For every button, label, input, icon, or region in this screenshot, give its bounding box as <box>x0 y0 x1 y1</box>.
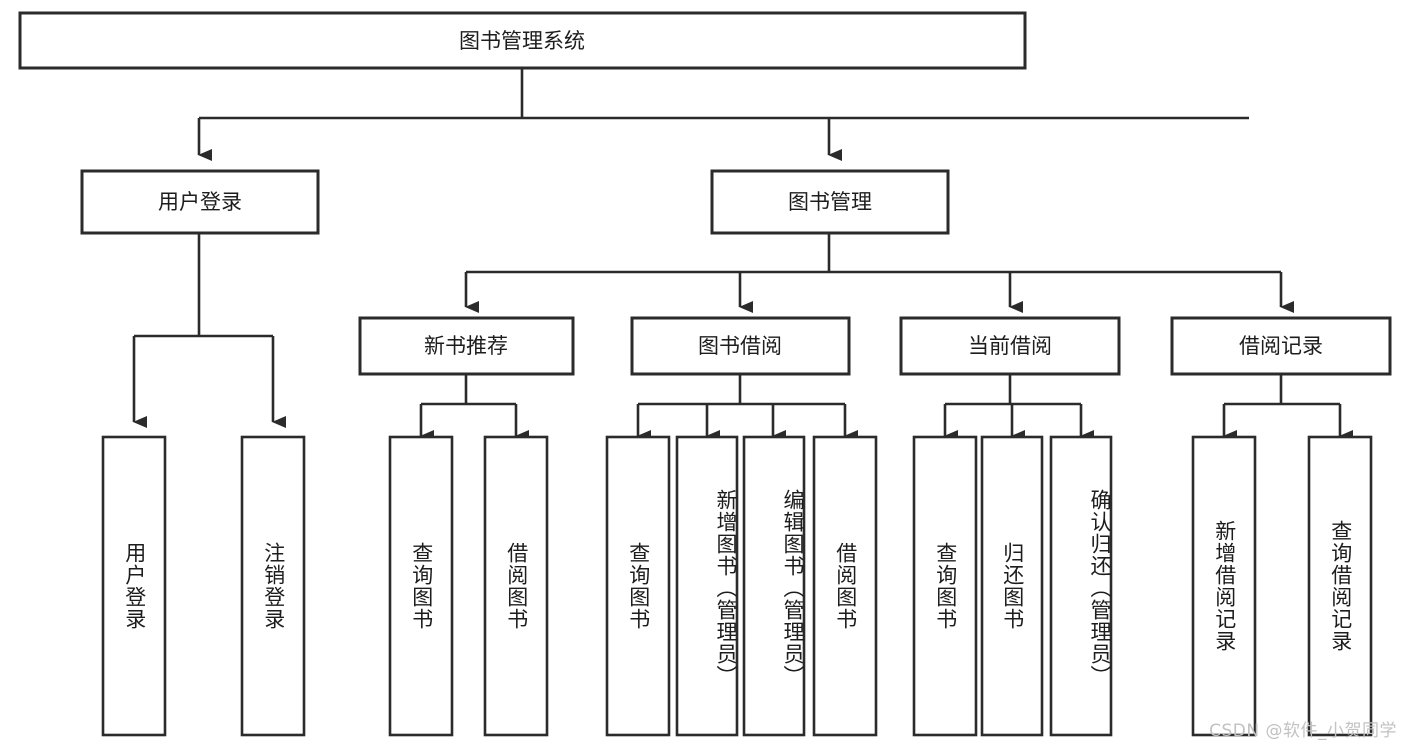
leaf-box-group-user-login <box>101 435 306 737</box>
node-new-book-recommend[interactable]: 新书推荐 <box>358 316 575 376</box>
leaf-label-add-borrow-record: 新增借阅记录 <box>1193 437 1255 735</box>
connector-group-root-to-level2 <box>197 68 1249 161</box>
leaf-label-borrow-book-2: 借阅图书 <box>814 437 876 735</box>
leaf-box-query-book-3[interactable] <box>912 435 978 737</box>
leaf-label-return-book-text: 归还图书 <box>1000 542 1025 630</box>
leaf-box-confirm-return-admin[interactable] <box>1049 435 1113 737</box>
connector-group-borrowrecord-to-leaves <box>1222 374 1353 442</box>
node-book-borrow-label: 图书借阅 <box>698 334 782 358</box>
leaf-label-query-borrow-record: 查询借阅记录 <box>1309 437 1371 735</box>
leaf-label-add-book-admin-text: 新增图书（管理员） <box>714 489 738 687</box>
leaf-box-logout[interactable] <box>240 435 306 737</box>
leaf-box-query-book-1[interactable] <box>388 435 454 737</box>
node-current-borrow-label: 当前借阅 <box>968 334 1052 358</box>
leaf-label-add-borrow-record-text: 新增借阅记录 <box>1212 520 1237 652</box>
node-user-login-label: 用户登录 <box>158 190 242 214</box>
leaf-label-logout: 注销登录 <box>242 437 304 735</box>
leaf-box-borrow-book-1[interactable] <box>483 435 549 737</box>
leaf-label-query-book-1: 查询图书 <box>390 437 452 735</box>
leaf-label-confirm-return-admin-text: 确认归还（管理员） <box>1088 489 1112 687</box>
leaf-label-logout-text: 注销登录 <box>261 542 286 630</box>
connector-group-bookmgmt-to-level3 <box>464 233 1294 313</box>
leaf-box-query-book-2[interactable] <box>605 435 671 737</box>
node-borrow-record[interactable]: 借阅记录 <box>1170 316 1392 376</box>
leaf-label-confirm-return-admin: 确认归还（管理员） <box>1051 441 1112 735</box>
leaf-box-query-borrow-record[interactable] <box>1307 435 1373 737</box>
node-borrow-record-label: 借阅记录 <box>1239 334 1323 358</box>
leaf-label-return-book: 归还图书 <box>982 437 1042 735</box>
csdn-watermark: CSDN @软件_小贺同学 <box>1209 721 1397 741</box>
leaf-label-borrow-book-2-text: 借阅图书 <box>833 542 858 630</box>
node-root-system[interactable]: 图书管理系统 <box>18 11 1027 70</box>
node-new-book-recommend-label: 新书推荐 <box>424 334 508 358</box>
leaf-box-user-login[interactable] <box>101 435 167 737</box>
leaf-box-borrow-book-2[interactable] <box>812 435 878 737</box>
leaf-label-user-login: 用户登录 <box>103 437 165 735</box>
connector-group-currentborrow-to-leaves <box>943 374 1094 442</box>
leaf-label-borrow-book-1-text: 借阅图书 <box>504 542 529 630</box>
leaf-box-return-book[interactable] <box>980 435 1044 737</box>
leaf-label-query-book-2: 查询图书 <box>607 437 669 735</box>
leaf-box-add-borrow-record[interactable] <box>1191 435 1257 737</box>
leaf-label-query-book-1-text: 查询图书 <box>409 542 434 630</box>
node-book-management-label: 图书管理 <box>788 190 872 214</box>
node-user-login[interactable]: 用户登录 <box>80 169 320 235</box>
connector-group-bookborrow-to-leaves <box>636 374 858 442</box>
leaf-box-add-book-admin[interactable] <box>675 435 739 737</box>
leaf-label-query-book-2-text: 查询图书 <box>626 542 651 630</box>
leaf-box-group-borrow-record <box>1191 435 1373 737</box>
leaf-box-edit-book-admin[interactable] <box>742 435 806 737</box>
leaf-label-query-book-3: 查询图书 <box>914 437 976 735</box>
leaf-box-group-current-borrow <box>912 435 1113 737</box>
leaf-label-query-book-3-text: 查询图书 <box>933 542 958 630</box>
node-book-management[interactable]: 图书管理 <box>710 169 950 235</box>
leaf-label-edit-book-admin: 编辑图书（管理员） <box>744 441 805 735</box>
node-book-borrow[interactable]: 图书借阅 <box>630 316 851 376</box>
connector-group-userlogin-to-leaves <box>132 233 286 428</box>
leaf-box-group-new-book-recommend <box>388 435 549 737</box>
leaf-label-query-borrow-record-text: 查询借阅记录 <box>1328 520 1353 652</box>
node-root-system-label: 图书管理系统 <box>459 29 585 53</box>
leaf-box-group-book-borrow <box>605 435 878 737</box>
node-current-borrow[interactable]: 当前借阅 <box>899 316 1121 376</box>
leaf-label-borrow-book-1: 借阅图书 <box>485 437 547 735</box>
leaf-label-user-login-text: 用户登录 <box>122 542 147 630</box>
leaf-label-add-book-admin: 新增图书（管理员） <box>677 441 738 735</box>
leaf-label-edit-book-admin-text: 编辑图书（管理员） <box>781 489 805 687</box>
connector-group-newbook-to-leaves <box>419 374 529 442</box>
